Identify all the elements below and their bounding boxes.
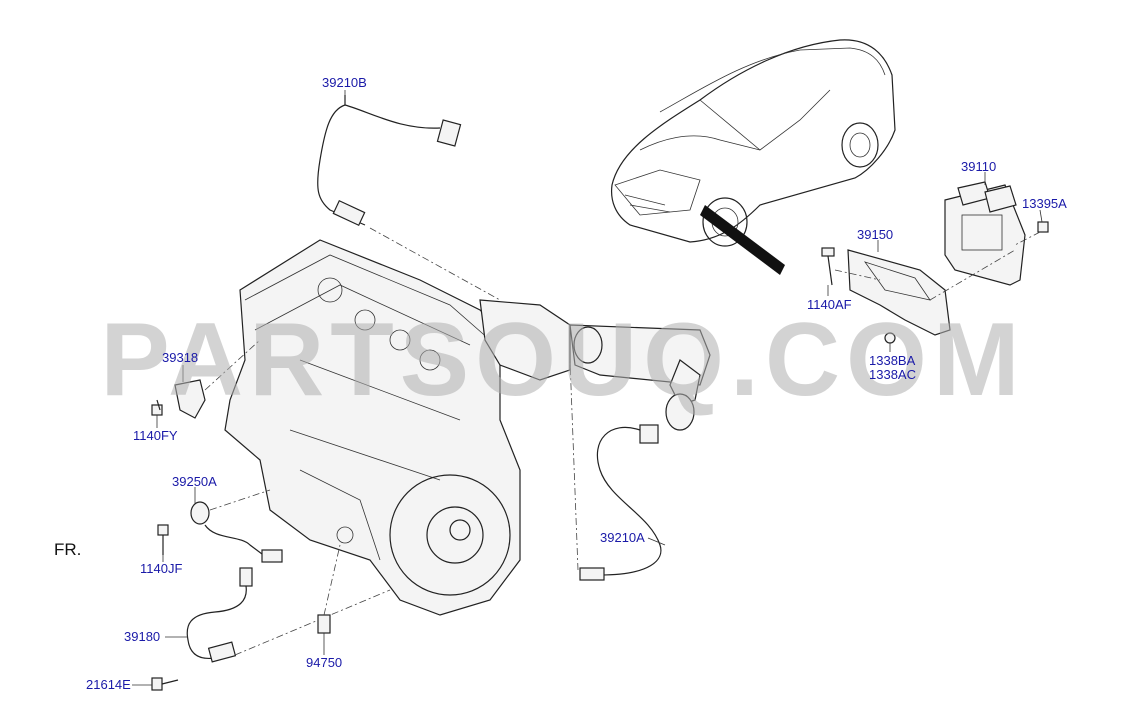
part-label-1140JF[interactable]: 1140JF xyxy=(140,561,183,576)
part-label-39250A[interactable]: 39250A xyxy=(172,474,217,489)
o2-sensor-downstream xyxy=(569,359,662,581)
part-label-94750[interactable]: 94750 xyxy=(306,655,343,670)
part-label-39318[interactable]: 39318 xyxy=(162,350,199,365)
front-orientation-label: FR. xyxy=(54,540,82,559)
car-illustration xyxy=(610,39,896,275)
crank-position-sensor xyxy=(151,567,391,691)
exhaust-manifold xyxy=(479,299,711,431)
part-label-1338BA[interactable]: 1338BA xyxy=(869,353,916,368)
engine-block xyxy=(224,239,521,616)
ecu-bracket xyxy=(847,249,951,336)
part-label-39210B[interactable]: 39210B xyxy=(322,75,367,90)
part-label-1338AC[interactable]: 1338AC xyxy=(869,367,916,382)
part-label-39110[interactable]: 39110 xyxy=(961,159,997,174)
part-label-1140FY[interactable]: 1140FY xyxy=(133,428,178,443)
cam-position-sensor xyxy=(151,339,261,419)
part-label-21614E[interactable]: 21614E xyxy=(86,677,131,692)
knock-sensor xyxy=(157,489,283,563)
leader-lines xyxy=(132,90,1043,686)
ecu-module xyxy=(944,181,1026,286)
oil-pressure-switch xyxy=(317,544,341,634)
ecu-bolts xyxy=(821,221,1049,344)
part-label-39180[interactable]: 39180 xyxy=(124,629,161,644)
part-label-13395A[interactable]: 13395A xyxy=(1022,196,1067,211)
part-label-1140AF[interactable]: 1140AF xyxy=(807,297,852,312)
part-label-39150[interactable]: 39150 xyxy=(857,227,894,242)
o2-sensor-upstream xyxy=(317,95,501,301)
part-label-39210A[interactable]: 39210A xyxy=(600,530,645,545)
